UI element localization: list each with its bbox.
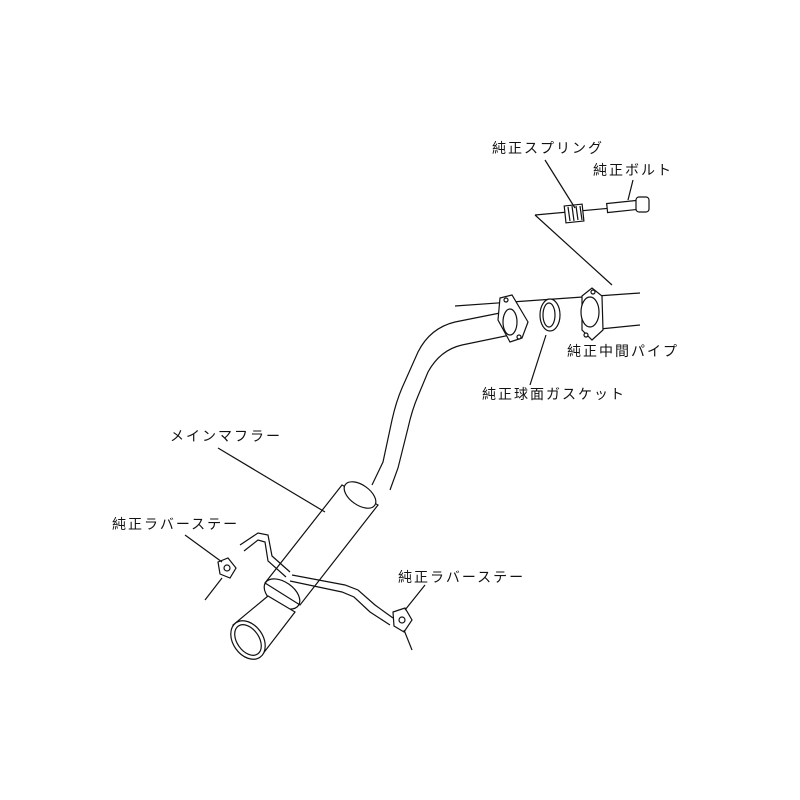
hanger-right xyxy=(289,574,413,651)
label-rubber-stay-left: 純正ラバーステー xyxy=(112,517,240,533)
hanger-left xyxy=(204,532,291,601)
tailpipe-drawing xyxy=(230,595,296,660)
spring-bolt-drawing xyxy=(534,196,650,286)
label-main-muffler: メインマフラー xyxy=(170,429,282,445)
label-rubber-stay-right: 純正ラバーステー xyxy=(398,570,526,586)
flange-left xyxy=(497,294,529,343)
label-mid-pipe: 純正中間パイプ xyxy=(567,344,679,360)
label-bolt: 純正ボルト xyxy=(593,163,673,179)
gasket-drawing xyxy=(539,298,561,332)
leader-lines xyxy=(184,159,634,611)
label-spring: 純正スプリング xyxy=(492,141,604,157)
label-gasket: 純正球面ガスケット xyxy=(482,387,626,403)
flange-right xyxy=(580,287,604,341)
front-pipe-drawing xyxy=(371,311,511,491)
